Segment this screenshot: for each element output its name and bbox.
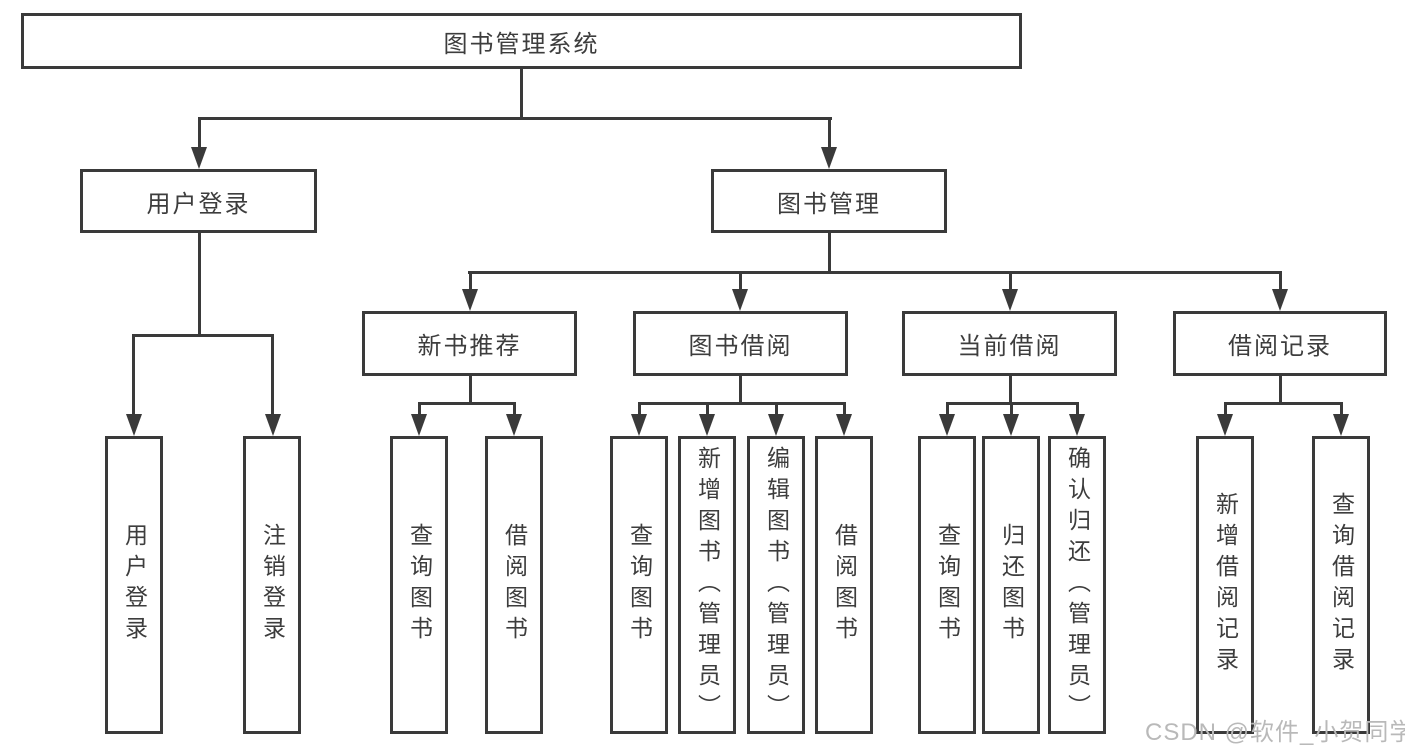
connector-shaft (1224, 402, 1227, 416)
connector-hline (1224, 402, 1343, 405)
arrow-down-icon (1069, 414, 1085, 436)
connector-shaft (1010, 402, 1013, 416)
connector-book-mgmt-stem (828, 233, 831, 274)
connector-shaft (513, 402, 516, 416)
connector-stem (1279, 376, 1282, 405)
connector-shaft (638, 402, 641, 416)
connector-shaft (843, 402, 846, 416)
arrow-down-icon (411, 414, 427, 436)
leaf-query-books-borrowing: 查询图书 (610, 436, 668, 734)
leaf-logout: 注销登录 (243, 436, 301, 734)
leaf-query-books-recommend: 查询图书 (390, 436, 448, 734)
connector-level3-hline (468, 271, 1282, 274)
connector-level1-hline (198, 117, 832, 120)
node-current-borrowing: 当前借阅 (902, 311, 1117, 376)
arrow-down-icon (732, 289, 748, 311)
connector-user-login-stem (198, 233, 201, 337)
leaf-edit-book-admin: 编辑图书（管理员） (747, 436, 805, 734)
arrow-down-icon (699, 414, 715, 436)
connector-shaft (739, 271, 742, 291)
arrow-down-icon (631, 414, 647, 436)
arrow-down-icon (462, 289, 478, 311)
arrow-down-icon (1272, 289, 1288, 311)
connector-stem (1009, 376, 1012, 405)
leaf-borrow-books-recommend: 借阅图书 (485, 436, 543, 734)
connector-shaft (132, 334, 135, 414)
connector-user-login-shaft (198, 117, 201, 149)
leaf-borrow-books-borrowing: 借阅图书 (815, 436, 873, 734)
watermark: CSDN @软件_小贺同学 (1145, 719, 1405, 746)
leaf-add-book-admin: 新增图书（管理员） (678, 436, 736, 734)
connector-hline (638, 402, 846, 405)
connector-shaft (418, 402, 421, 416)
connector-user-login-hline (132, 334, 274, 337)
connector-shaft (1279, 271, 1282, 291)
arrow-down-icon (1217, 414, 1233, 436)
connector-shaft (946, 402, 949, 416)
connector-shaft (1076, 402, 1079, 416)
connector-shaft (1340, 402, 1343, 416)
node-book-borrowing: 图书借阅 (633, 311, 848, 376)
leaf-query-borrow-record: 查询借阅记录 (1312, 436, 1370, 734)
connector-stem (739, 376, 742, 405)
arrow-down-icon (1333, 414, 1349, 436)
connector-shaft (1009, 271, 1012, 291)
arrow-down-icon (1003, 414, 1019, 436)
connector-shaft (469, 271, 472, 291)
arrow-down-icon (768, 414, 784, 436)
arrow-down-icon (1002, 289, 1018, 311)
arrow-down-icon (836, 414, 852, 436)
arrow-down-icon (939, 414, 955, 436)
leaf-add-borrow-record: 新增借阅记录 (1196, 436, 1254, 734)
node-borrowing-records: 借阅记录 (1173, 311, 1387, 376)
node-user-login: 用户登录 (80, 169, 317, 233)
arrow-down-icon (191, 147, 207, 169)
arrow-down-icon (265, 414, 281, 436)
connector-root-stem (520, 67, 523, 118)
connector-hline (418, 402, 516, 405)
node-book-management: 图书管理 (711, 169, 947, 233)
arrow-down-icon (821, 147, 837, 169)
node-new-book-recommendation: 新书推荐 (362, 311, 577, 376)
connector-shaft (775, 402, 778, 416)
leaf-user-login: 用户登录 (105, 436, 163, 734)
connector-shaft (706, 402, 709, 416)
connector-shaft (271, 334, 274, 414)
arrow-down-icon (126, 414, 142, 436)
leaf-return-books: 归还图书 (982, 436, 1040, 734)
connector-book-mgmt-shaft (828, 117, 831, 149)
connector-stem (469, 376, 472, 405)
node-root: 图书管理系统 (21, 13, 1022, 69)
leaf-confirm-return-admin: 确认归还（管理员） (1048, 436, 1106, 734)
arrow-down-icon (506, 414, 522, 436)
leaf-query-books-current: 查询图书 (918, 436, 976, 734)
